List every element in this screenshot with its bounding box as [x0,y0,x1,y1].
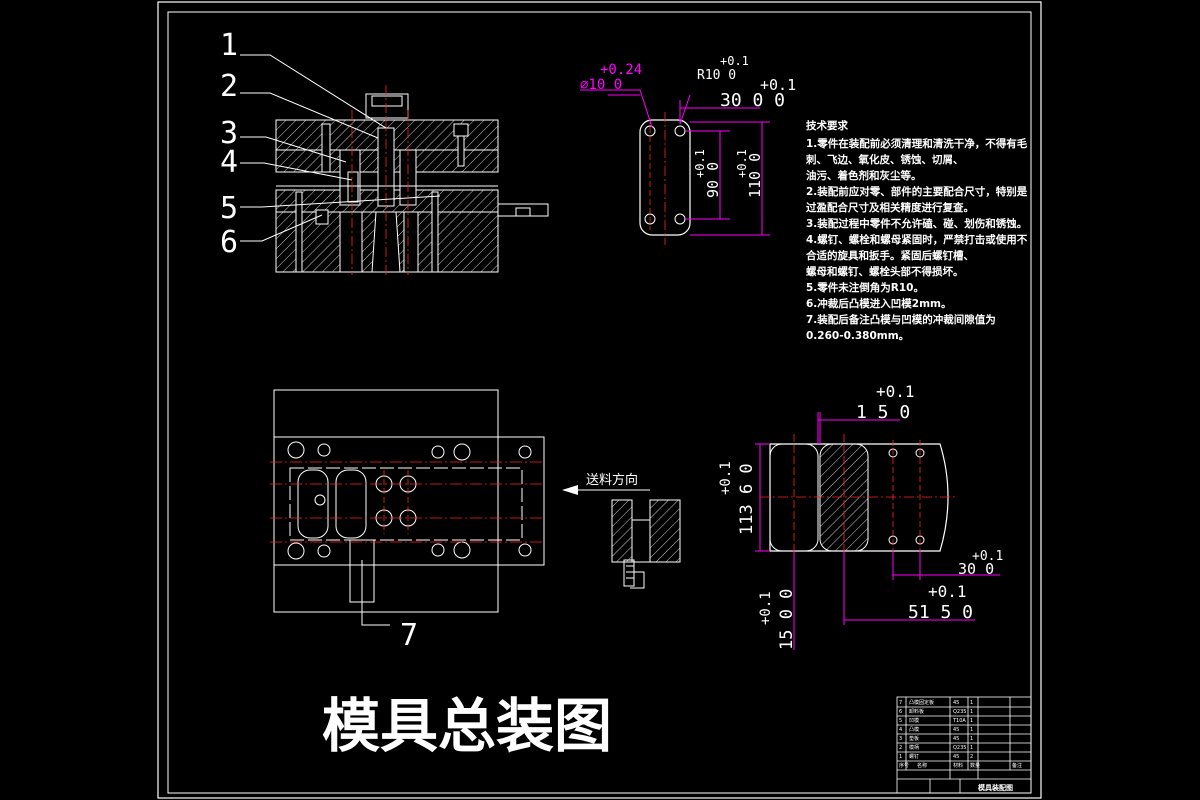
tb-no: 4 [899,727,902,733]
tb-drawing-name: 模具装配图 [978,783,1013,792]
radius-value: R10 0 [697,68,736,83]
part-label-6: 6 [220,225,238,260]
tech-line: 4.螺钉、螺栓和螺母紧固时，严禁打击或使用不 [806,233,1028,246]
tb-name: 螺钉 [909,753,919,760]
title-block [896,696,1032,794]
tech-line: 0.260-0.380mm。 [806,330,909,342]
tech-heading: 技术要求 [806,119,848,132]
width-tolerance: +0.1 [760,76,796,94]
tb-name: 凸模固定板 [909,699,934,706]
tb-no: 7 [899,700,902,706]
tb-name: 垫板 [909,735,919,742]
tech-line: 5.零件未注倒角为R10。 [806,281,924,294]
part-leaders [240,54,441,626]
title-block-text: 7 凸模固定板 45 1 6 卸料板 Q235 1 5 凹模 T10A 1 4 … [899,699,1022,792]
tb-name: 凸模 [909,726,919,733]
die-top-value: 1 5 0 [856,402,910,423]
tb-no: 3 [899,736,902,742]
tb-no: 6 [899,709,902,715]
tb-material: Q235 [953,709,966,715]
tech-line: 7.装配后备注凸模与凹模的冲裁间隙值为 [806,313,996,326]
tb-name: 卸料板 [909,708,924,715]
tb-qty: 1 [970,700,973,706]
tech-line: 3.装配过程中零件不允许磕、碰、划伤和锈蚀。 [806,217,1027,230]
feed-arrow [562,485,650,495]
die-gap-tolerance: +0.1 [972,549,1003,564]
tb-no: 2 [899,745,902,751]
die-dimension-lines [755,412,1000,650]
part-dimension-lines [580,89,770,236]
die-length-value: 51 5 0 [908,602,973,623]
part-label-7: 7 [400,618,418,653]
tb-header-qty: 数量 [970,762,980,769]
tb-qty: 1 [970,709,973,715]
part-label-2: 2 [220,69,238,104]
tech-line: 合适的旋具和扳手。紧固后螺钉槽、 [805,249,974,262]
die-height-tolerance: +0.1 [718,461,734,495]
tb-qty: 2 [970,754,973,760]
outer-frame [157,1,1042,799]
inner-height-tolerance: +0.1 [693,149,707,178]
die-height-value: 113 6 0 [737,463,757,535]
tech-line: 刺、飞边、氧化皮、锈蚀、切屑、 [805,153,964,166]
hole-diameter: ⌀10 0 [580,77,622,93]
tb-qty: 1 [970,736,973,742]
die-length-tolerance: +0.1 [928,582,967,601]
tb-material: 45 [953,727,959,733]
tb-no: 5 [899,718,902,724]
die-detail [760,434,955,558]
part-label-4: 4 [220,145,238,180]
tb-no: 1 [899,754,902,760]
part-label-3: 3 [220,116,238,151]
tb-header-material: 材料 [953,762,963,769]
inner-frame [167,11,1032,794]
part-label-1: 1 [220,28,238,63]
drawing-title: 模具总装图 [322,692,612,760]
part-label-5: 5 [220,191,238,226]
tb-material: T10A [952,718,966,724]
section-view [275,85,549,275]
part-drawing [639,112,691,245]
outer-height-tolerance: +0.1 [735,149,749,178]
tb-header-name: 名称 [917,762,927,769]
inner-height-value: 90 0 [704,162,722,198]
tb-qty: 1 [970,718,973,724]
tb-name: 模柄 [909,744,919,751]
tb-header-no: 序号 [899,762,909,769]
tech-line: 2.装配前应对零、部件的主要配合尺寸，特别是 [806,185,1028,198]
side-detail [611,499,681,589]
die-gap-value: 30 0 [958,560,994,578]
tech-requirements: 技术要求 1.零件在装配前必须清理和清洗干净，不得有毛 刺、飞边、氧化皮、锈蚀、… [805,119,1028,342]
die-left-value: 15 0 0 [777,589,797,650]
tech-line: 过盈配合尺寸及相关精度进行复查。 [806,201,974,214]
tech-line: 螺母和螺钉、螺栓头部不得损坏。 [806,265,964,278]
tech-line: 1.零件在装配前必须清理和清洗干净，不得有毛 [806,137,1028,150]
radius-tolerance: +0.1 [720,54,749,68]
feed-direction-label: 送料方向 [586,472,638,488]
outer-height-value: 110 0 [746,153,764,198]
width-value: 30 0 0 [720,90,785,111]
tb-qty: 1 [970,727,973,733]
tb-qty: 1 [970,745,973,751]
plan-view [270,389,545,613]
die-left-tolerance: +0.1 [758,591,774,625]
tb-material: 45 [953,700,959,706]
tech-line: 6.冲裁后凸模进入凹模2mm。 [806,297,951,310]
tb-name: 凹模 [909,717,919,724]
tb-material: 45 [953,754,959,760]
tb-header-remark: 备注 [1012,762,1022,769]
hole-tolerance: +0.24 [600,62,642,78]
die-top-tolerance: +0.1 [876,382,915,401]
tb-material: Q235 [953,745,966,751]
tb-material: 45 [953,736,959,742]
tech-line: 油污、着色剂和灰尘等。 [806,169,922,182]
